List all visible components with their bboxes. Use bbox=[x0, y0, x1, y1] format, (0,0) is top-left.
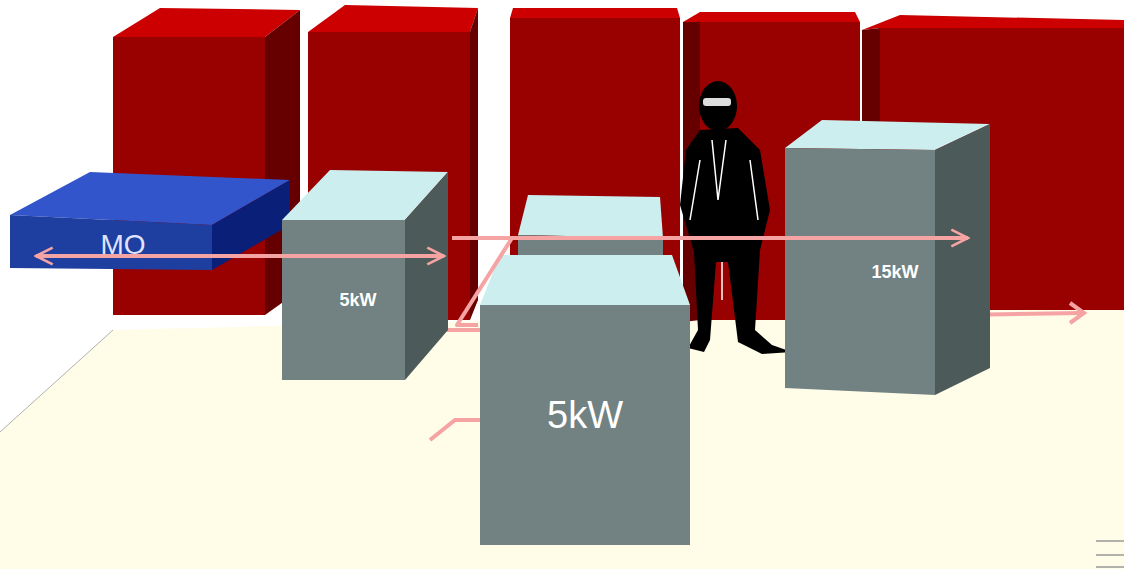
person-silhouette bbox=[680, 81, 792, 354]
person-body bbox=[680, 128, 792, 354]
beam-path bbox=[452, 236, 968, 240]
box-outline bbox=[8, 170, 293, 272]
output-arrowhead bbox=[1070, 303, 1084, 323]
box-top bbox=[480, 255, 690, 305]
cabinet-top bbox=[510, 8, 680, 18]
beam-path bbox=[36, 254, 444, 258]
box-side bbox=[405, 172, 448, 380]
box-front bbox=[282, 220, 405, 380]
amplifier-box: 5kW bbox=[280, 168, 450, 382]
amplifier-box: 5kW bbox=[478, 253, 693, 548]
beam-line bbox=[430, 420, 480, 440]
person-goggles bbox=[703, 98, 731, 106]
corner-mark bbox=[1096, 566, 1124, 568]
power-label: 15kW bbox=[871, 262, 918, 283]
amplifier-box: 15kW bbox=[783, 118, 993, 398]
unit-top bbox=[518, 195, 663, 238]
person-head bbox=[699, 81, 737, 131]
person-outline bbox=[690, 140, 758, 300]
box-front bbox=[10, 215, 212, 270]
box-front bbox=[480, 305, 690, 545]
box-side bbox=[212, 180, 290, 270]
cabinet-top bbox=[308, 5, 478, 32]
oscillator-box: MO bbox=[8, 170, 293, 272]
power-label: MO bbox=[100, 229, 145, 261]
beam-path bbox=[452, 238, 512, 325]
box-front bbox=[785, 148, 935, 395]
cabinet-top bbox=[862, 15, 1124, 30]
corner-mark bbox=[1096, 540, 1124, 542]
box-outline bbox=[280, 168, 450, 382]
power-label: 5kW bbox=[339, 290, 376, 311]
corner-mark bbox=[1096, 554, 1124, 556]
floor-edge bbox=[0, 330, 113, 432]
cabinet-top bbox=[683, 12, 860, 22]
power-label: 5kW bbox=[547, 394, 623, 437]
box-outline bbox=[783, 118, 993, 398]
box-side bbox=[935, 124, 990, 395]
cabinet-side bbox=[470, 8, 478, 320]
